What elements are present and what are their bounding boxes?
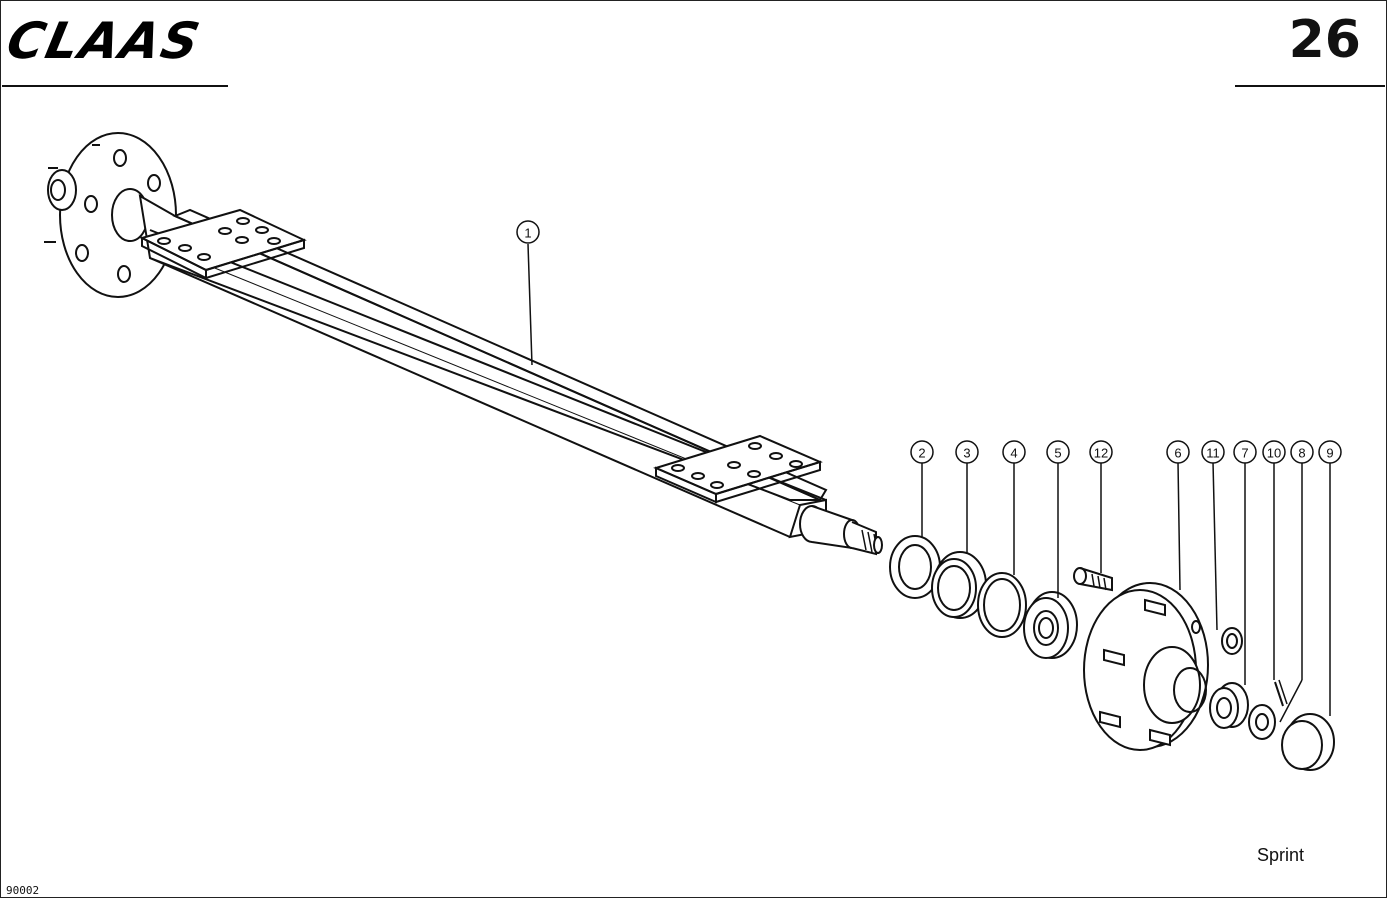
callout-11-label: 11 — [1206, 446, 1220, 461]
callout-7: 7 — [1233, 440, 1257, 464]
part-10-cotter-pin — [1274, 679, 1288, 707]
callout-12-label: 12 — [1094, 446, 1108, 461]
callout-1-label: 1 — [524, 226, 531, 241]
callout-8: 8 — [1290, 440, 1314, 464]
callout-4-label: 4 — [1010, 446, 1017, 461]
part-6-wheel-hub — [1083, 582, 1209, 751]
callout-7-label: 7 — [1241, 446, 1248, 461]
callout-10: 10 — [1262, 440, 1286, 464]
callout-6-label: 6 — [1174, 446, 1181, 461]
callout-9: 9 — [1318, 440, 1342, 464]
callout-3-label: 3 — [963, 446, 970, 461]
callout-3: 3 — [955, 440, 979, 464]
mounting-plate-left — [139, 208, 307, 280]
callout-2-label: 2 — [918, 446, 925, 461]
part-3-seal-ring — [931, 551, 987, 619]
model-name: Sprint — [1257, 845, 1305, 865]
spindle — [799, 505, 883, 556]
callout-9-label: 9 — [1326, 446, 1333, 461]
part-12-wheel-bolt — [1073, 567, 1113, 592]
callout-5-label: 5 — [1054, 446, 1061, 461]
part-4-ring — [977, 572, 1027, 638]
callout-8-label: 8 — [1298, 446, 1305, 461]
page-number: 26 — [1288, 10, 1361, 70]
part-9-hub-cap — [1281, 713, 1335, 771]
part-5-bearing — [1023, 591, 1078, 659]
header-rule-right — [1235, 85, 1385, 87]
callout-11: 11 — [1201, 440, 1225, 464]
callout-4: 4 — [1002, 440, 1026, 464]
callout-5: 5 — [1046, 440, 1070, 464]
callout-6: 6 — [1166, 440, 1190, 464]
callout-10-label: 10 — [1267, 446, 1281, 461]
callout-leaders — [527, 243, 1331, 723]
mounting-plate-right — [653, 434, 823, 504]
part-7-outer-bearing — [1209, 682, 1249, 729]
callout-12: 12 — [1089, 440, 1113, 464]
drawing-number: 90002 — [6, 884, 40, 897]
part-8-castle-nut — [1248, 704, 1276, 740]
callout-2: 2 — [910, 440, 934, 464]
part-11-wheel-nut — [1221, 627, 1243, 655]
header-rule-left — [2, 85, 228, 87]
callout-1: 1 — [516, 220, 540, 244]
